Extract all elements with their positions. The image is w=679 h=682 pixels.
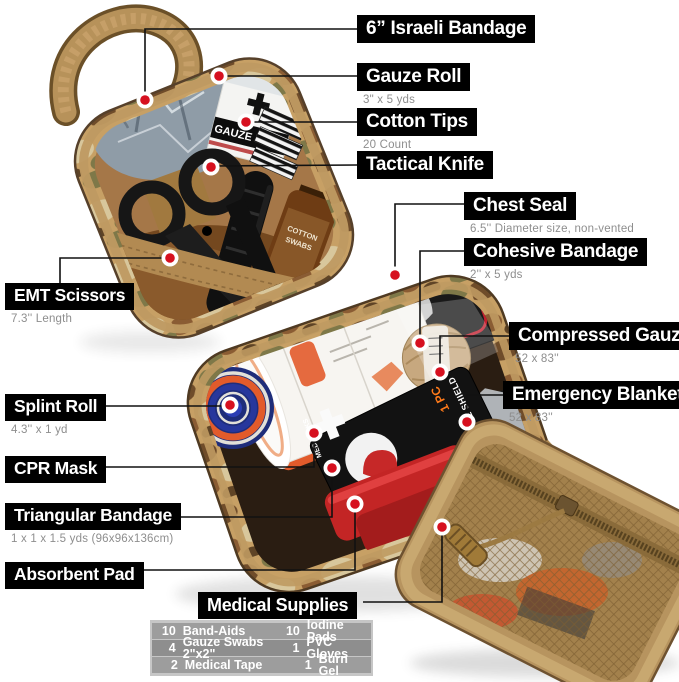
marker-gauze-roll	[210, 67, 228, 85]
lead-emt-scissors	[59, 257, 170, 283]
marker-emergency-blanket	[458, 413, 476, 431]
marker-tactical-knife	[202, 158, 220, 176]
cotton-tips-item	[249, 106, 308, 181]
qty: 4	[168, 640, 176, 655]
callout-emt-scissors: EMT Scissors 7.3'' Length	[5, 283, 135, 325]
marker-splint-roll	[221, 396, 239, 414]
callout-israeli-bandage: 6” Israeli Bandage	[357, 15, 536, 43]
lead-emergency-blanket	[466, 394, 503, 422]
marker-chest-seal	[386, 266, 404, 284]
lead-triangular-bandage	[180, 468, 333, 518]
qty: 2	[170, 657, 178, 672]
compressed-gauze-label: Compressed Gauze	[509, 322, 679, 350]
gauze-roll-label: Gauze Roll	[357, 63, 471, 91]
triangular-bandage-label: Triangular Bandage	[5, 503, 181, 530]
medical-supplies-label: Medical Supplies	[198, 592, 358, 619]
marker-cohesive-bandage	[411, 334, 429, 352]
cohesive-bandage-subtitle: 2'' x 5 yds	[470, 269, 523, 281]
chest-seal-label: Chest Seal	[464, 192, 577, 220]
qty: 1	[292, 640, 300, 655]
callout-chest-seal: Chest Seal 6.5'' Diameter size, non-vent…	[464, 192, 634, 235]
cotton-tips-label: Cotton Tips	[357, 108, 477, 136]
lead-tactical-knife	[210, 164, 358, 167]
marker-israeli-bandage	[136, 91, 154, 109]
mesh-zipper	[444, 445, 679, 587]
lead-medical-supplies	[363, 527, 443, 603]
item: Iodine Pads	[306, 617, 344, 644]
top-flap: GAUZE ROLL COTTON SWABS	[73, 57, 355, 339]
lead-chest-seal	[394, 203, 464, 275]
callout-gauze-roll: Gauze Roll 3" x 5 yds	[357, 63, 471, 106]
callout-emergency-blanket: Emergency Blanket 52 x 83''	[503, 381, 679, 424]
item: PVC Gloves	[306, 634, 349, 661]
splint-roll-subtitle: 4.3'' x 1 yd	[11, 423, 68, 436]
marker-medical-supplies	[433, 518, 451, 536]
callout-tactical-knife: Tactical Knife	[357, 151, 493, 179]
qty: 10	[285, 623, 300, 638]
supplies-row: 4 Gauze Swabs 2"x2" 1 PVC Gloves	[152, 635, 371, 660]
callout-cohesive-bandage: Cohesive Bandage 2'' x 5 yds	[464, 238, 648, 281]
qty: 10	[161, 623, 176, 638]
medical-supplies-table: 10 Band-Aids 10 Iodine Pads 4 Gauze Swab…	[150, 618, 373, 677]
callout-medical-supplies: Medical Supplies	[198, 592, 358, 619]
lead-israeli-bandage	[144, 28, 357, 100]
callout-triangular-bandage: Triangular Bandage 1 x 1 x 1.5 yds (96x9…	[5, 503, 181, 545]
chest-seal-subtitle: 6.5'' Diameter size, non-vented	[470, 223, 635, 235]
marker-compressed-gauze	[431, 363, 449, 381]
plastic-wrap-shine	[395, 298, 502, 382]
emt-scissors-label: EMT Scissors	[5, 283, 135, 310]
supplies-row: 2 Medical Tape 1 Burn Gel	[152, 652, 371, 677]
main-compartment: SEAL CE	[186, 274, 554, 594]
callout-cotton-tips: Cotton Tips 20 Count	[357, 108, 477, 151]
lead-cpr-mask	[98, 433, 315, 468]
item: Burn Gel	[318, 651, 348, 678]
triangular-bandage-subtitle: 1 x 1 x 1.5 yds (96x96x136cm)	[11, 532, 174, 545]
point-markers	[136, 67, 476, 536]
qty: 1	[304, 657, 312, 672]
item: Gauze Swabs 2"x2"	[182, 634, 264, 661]
callout-absorbent-pad: Absorbent Pad	[5, 562, 144, 589]
marker-absorbent-pad	[346, 495, 364, 513]
marker-cpr-mask	[305, 424, 323, 442]
supplies-row: 10 Band-Aids 10 Iodine Pads	[152, 618, 371, 643]
tactical-knife-label: Tactical Knife	[357, 151, 493, 179]
israeli-bandage-label: 6” Israeli Bandage	[357, 15, 536, 43]
emt-scissors-subtitle: 7.3'' Length	[11, 312, 73, 325]
item: Medical Tape	[184, 657, 263, 672]
leader-lines	[59, 28, 509, 603]
marker-triangular-bandage	[323, 459, 341, 477]
lead-compressed-gauze	[439, 335, 509, 372]
cohesive-bandage-label: Cohesive Bandage	[464, 238, 648, 266]
gauze-roll-subtitle: 3" x 5 yds	[363, 94, 416, 106]
lead-absorbent-pad	[142, 504, 356, 571]
emergency-blanket-subtitle: 52 x 83''	[509, 412, 553, 424]
lead-cohesive-bandage	[419, 250, 464, 343]
callout-compressed-gauze: Compressed Gauze 52 x 83''	[509, 322, 679, 365]
marker-cotton-tips	[237, 113, 255, 131]
carry-handle	[49, 4, 204, 126]
item: Band-Aids	[182, 623, 246, 638]
callout-splint-roll: Splint Roll 4.3'' x 1 yd	[5, 394, 107, 436]
cpr-mask-label: CPR Mask	[5, 456, 107, 483]
cotton-tips-subtitle: 20 Count	[363, 139, 412, 151]
callout-cpr-mask: CPR Mask	[5, 456, 107, 483]
compressed-gauze-subtitle: 52 x 83''	[515, 353, 559, 365]
emergency-blanket-label: Emergency Blanket	[503, 381, 679, 409]
marker-emt-scissors	[161, 249, 179, 267]
splint-roll-label: Splint Roll	[5, 394, 107, 421]
absorbent-pad-label: Absorbent Pad	[5, 562, 144, 589]
